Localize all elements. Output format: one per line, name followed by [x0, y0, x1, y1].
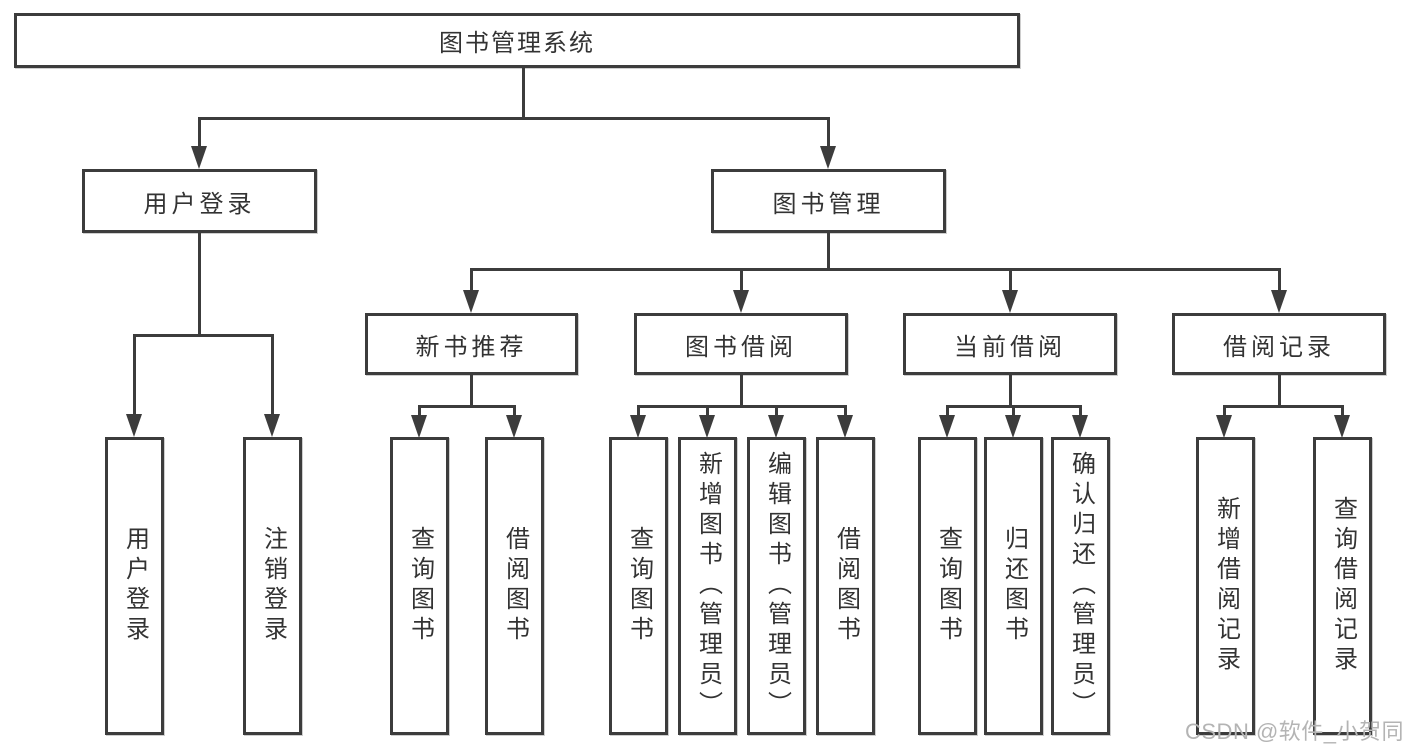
- connector-cb-leaf3-drop: [1079, 405, 1082, 417]
- connector-bb-leaf3-drop: [775, 405, 778, 417]
- arrow-to-bb-add-book: [699, 415, 715, 438]
- connector-book-borrow-drop: [740, 268, 743, 293]
- connector-borrow-records-rail: [1223, 405, 1344, 408]
- node-book-management: 图书管理: [711, 169, 946, 233]
- connector-cb-leaf2-drop: [1012, 405, 1015, 417]
- leaf-br-add-record: 新增借阅记录: [1196, 437, 1255, 735]
- leaf-user-login: 用户登录: [105, 437, 164, 735]
- node-new-book-recommend: 新书推荐: [365, 313, 578, 375]
- node-borrow-records-label: 借阅记录: [1223, 333, 1335, 361]
- connector-leaf-logout-drop: [271, 334, 274, 416]
- node-book-management-label: 图书管理: [772, 190, 885, 218]
- arrow-to-nb-query-book: [411, 415, 427, 438]
- leaf-nb-query-book-label: 查询图书: [406, 526, 434, 646]
- node-root: 图书管理系统: [14, 13, 1020, 68]
- leaf-nb-borrow-book: 借阅图书: [485, 437, 544, 735]
- connector-current-borrow-drop: [1009, 268, 1012, 293]
- leaf-br-add-record-label: 新增借阅记录: [1212, 496, 1240, 676]
- arrow-to-cb-confirm-return: [1072, 415, 1088, 438]
- connector-bb-leaf4-drop: [844, 405, 847, 417]
- leaf-nb-query-book: 查询图书: [390, 437, 449, 735]
- connector-level2-rail: [198, 117, 830, 120]
- arrow-to-bb-borrow-book: [837, 415, 853, 438]
- arrow-to-book-borrow: [733, 290, 749, 313]
- leaf-bb-query-book-label: 查询图书: [625, 526, 653, 646]
- connector-user-login-drop: [198, 117, 201, 149]
- leaf-bb-edit-book-label: 编辑图书（管理员）: [763, 451, 791, 721]
- node-book-borrow: 图书借阅: [634, 313, 848, 375]
- node-borrow-records: 借阅记录: [1172, 313, 1386, 375]
- arrow-to-br-query-record: [1334, 415, 1350, 438]
- connector-level3-rail: [470, 268, 1281, 271]
- connector-cb-leaf1-drop: [946, 405, 949, 417]
- node-current-borrow-label: 当前借阅: [954, 333, 1066, 361]
- arrow-to-cb-query-book: [939, 415, 955, 438]
- leaf-bb-edit-book: 编辑图书（管理员）: [747, 437, 806, 735]
- connector-book-borrow-rail: [637, 405, 847, 408]
- leaf-cb-return-book: 归还图书: [984, 437, 1043, 735]
- connector-br-leaf2-drop: [1341, 405, 1344, 417]
- arrow-to-borrow-records: [1271, 290, 1287, 313]
- leaf-logout: 注销登录: [243, 437, 302, 735]
- leaf-br-query-record: 查询借阅记录: [1313, 437, 1372, 735]
- connector-leaf-user-login-drop: [133, 334, 136, 416]
- arrow-to-current-borrow: [1002, 290, 1018, 313]
- connector-book-borrow-stub: [740, 374, 743, 407]
- connector-bb-leaf1-drop: [637, 405, 640, 417]
- node-new-book-recommend-label: 新书推荐: [415, 333, 528, 361]
- leaf-cb-return-book-label: 归还图书: [1000, 526, 1028, 646]
- leaf-bb-borrow-book: 借阅图书: [816, 437, 875, 735]
- leaf-cb-confirm-return: 确认归还（管理员）: [1051, 437, 1110, 735]
- connector-nb-leaf2-drop: [513, 405, 516, 417]
- connector-current-borrow-stub: [1009, 374, 1012, 407]
- leaf-bb-add-book-label: 新增图书（管理员）: [694, 451, 722, 721]
- connector-br-leaf1-drop: [1223, 405, 1226, 417]
- connector-user-login-stub: [198, 232, 201, 336]
- arrow-to-bb-edit-book: [768, 415, 784, 438]
- node-current-borrow: 当前借阅: [903, 313, 1117, 375]
- leaf-bb-query-book: 查询图书: [609, 437, 668, 735]
- node-user-login-label: 用户登录: [143, 190, 256, 218]
- connector-nb-leaf1-drop: [418, 405, 421, 417]
- leaf-cb-query-book-label: 查询图书: [934, 526, 962, 646]
- connector-borrow-records-drop: [1278, 268, 1281, 293]
- leaf-bb-borrow-book-label: 借阅图书: [832, 526, 860, 646]
- arrow-to-bb-query-book: [630, 415, 646, 438]
- arrow-to-book-management: [820, 146, 836, 169]
- connector-book-mgmt-drop: [827, 117, 830, 149]
- leaf-user-login-label: 用户登录: [121, 526, 149, 646]
- node-book-borrow-label: 图书借阅: [685, 333, 797, 361]
- connector-book-mgmt-stub: [827, 232, 830, 270]
- arrow-to-br-add-record: [1216, 415, 1232, 438]
- leaf-cb-query-book: 查询图书: [918, 437, 977, 735]
- connector-user-login-rail: [133, 334, 274, 337]
- node-user-login: 用户登录: [82, 169, 317, 233]
- leaf-nb-borrow-book-label: 借阅图书: [501, 526, 529, 646]
- arrow-to-leaf-logout: [264, 414, 280, 437]
- connector-bb-leaf2-drop: [706, 405, 709, 417]
- watermark: CSDN @软件_小贺同学: [1185, 719, 1405, 744]
- arrow-to-new-book-recommend: [463, 290, 479, 313]
- connector-root-stub: [522, 66, 525, 119]
- arrow-to-nb-borrow-book: [506, 415, 522, 438]
- arrow-to-leaf-user-login: [126, 414, 142, 437]
- leaf-cb-confirm-return-label: 确认归还（管理员）: [1067, 451, 1095, 721]
- connector-borrow-records-stub: [1278, 374, 1281, 407]
- leaf-br-query-record-label: 查询借阅记录: [1329, 496, 1357, 676]
- arrow-to-user-login: [191, 146, 207, 169]
- node-root-label: 图书管理系统: [439, 30, 595, 57]
- connector-new-book-rail: [418, 405, 516, 408]
- arrow-to-cb-return-book: [1005, 415, 1021, 438]
- leaf-bb-add-book: 新增图书（管理员）: [678, 437, 737, 735]
- connector-new-book-stub: [470, 374, 473, 407]
- leaf-logout-label: 注销登录: [259, 526, 287, 646]
- connector-new-book-drop: [470, 268, 473, 293]
